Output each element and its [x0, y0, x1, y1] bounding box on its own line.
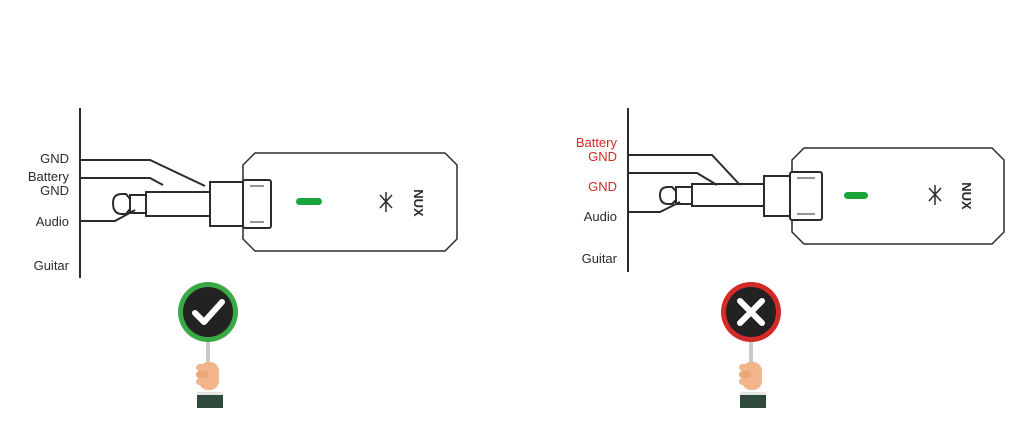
gnd-wire [628, 172, 718, 186]
hand-icon [196, 362, 223, 408]
brand-text: NUX [411, 189, 426, 217]
audio-wire [628, 201, 681, 213]
rejection-paddle [721, 282, 781, 408]
battery-gnd-wire [628, 154, 741, 186]
check-icon [192, 299, 225, 325]
label-audio: Audio [583, 209, 617, 224]
incorrect-wiring-panel: NUX Battery GND GND Audio Guitar [512, 0, 1024, 443]
battery-gnd-wire [80, 177, 164, 186]
label-gnd: GND [40, 151, 69, 166]
approval-paddle [178, 282, 238, 408]
label-battery-gnd: GND [40, 183, 69, 198]
label-battery: Battery [575, 135, 617, 150]
nux-logo-icon [928, 185, 942, 205]
label-gnd: GND [588, 179, 617, 194]
wiring-diagram: NUX [627, 108, 1005, 408]
brand-text: NUX [959, 182, 974, 210]
x-icon [737, 298, 765, 326]
label-battery: Battery [27, 169, 69, 184]
label-guitar: Guitar [33, 258, 69, 273]
nux-logo-icon [379, 192, 393, 212]
label-audio: Audio [35, 214, 69, 229]
label-guitar: Guitar [581, 251, 617, 266]
audio-wire [80, 209, 136, 222]
hand-icon [739, 362, 766, 408]
status-led [296, 198, 322, 205]
status-led [844, 192, 868, 199]
wiring-diagram: NUX [79, 108, 458, 408]
label-battery-gnd: GND [588, 149, 617, 164]
correct-wiring-panel: NUX GND Battery GND Audio Guitar [27, 108, 458, 408]
gnd-wire [80, 159, 206, 187]
